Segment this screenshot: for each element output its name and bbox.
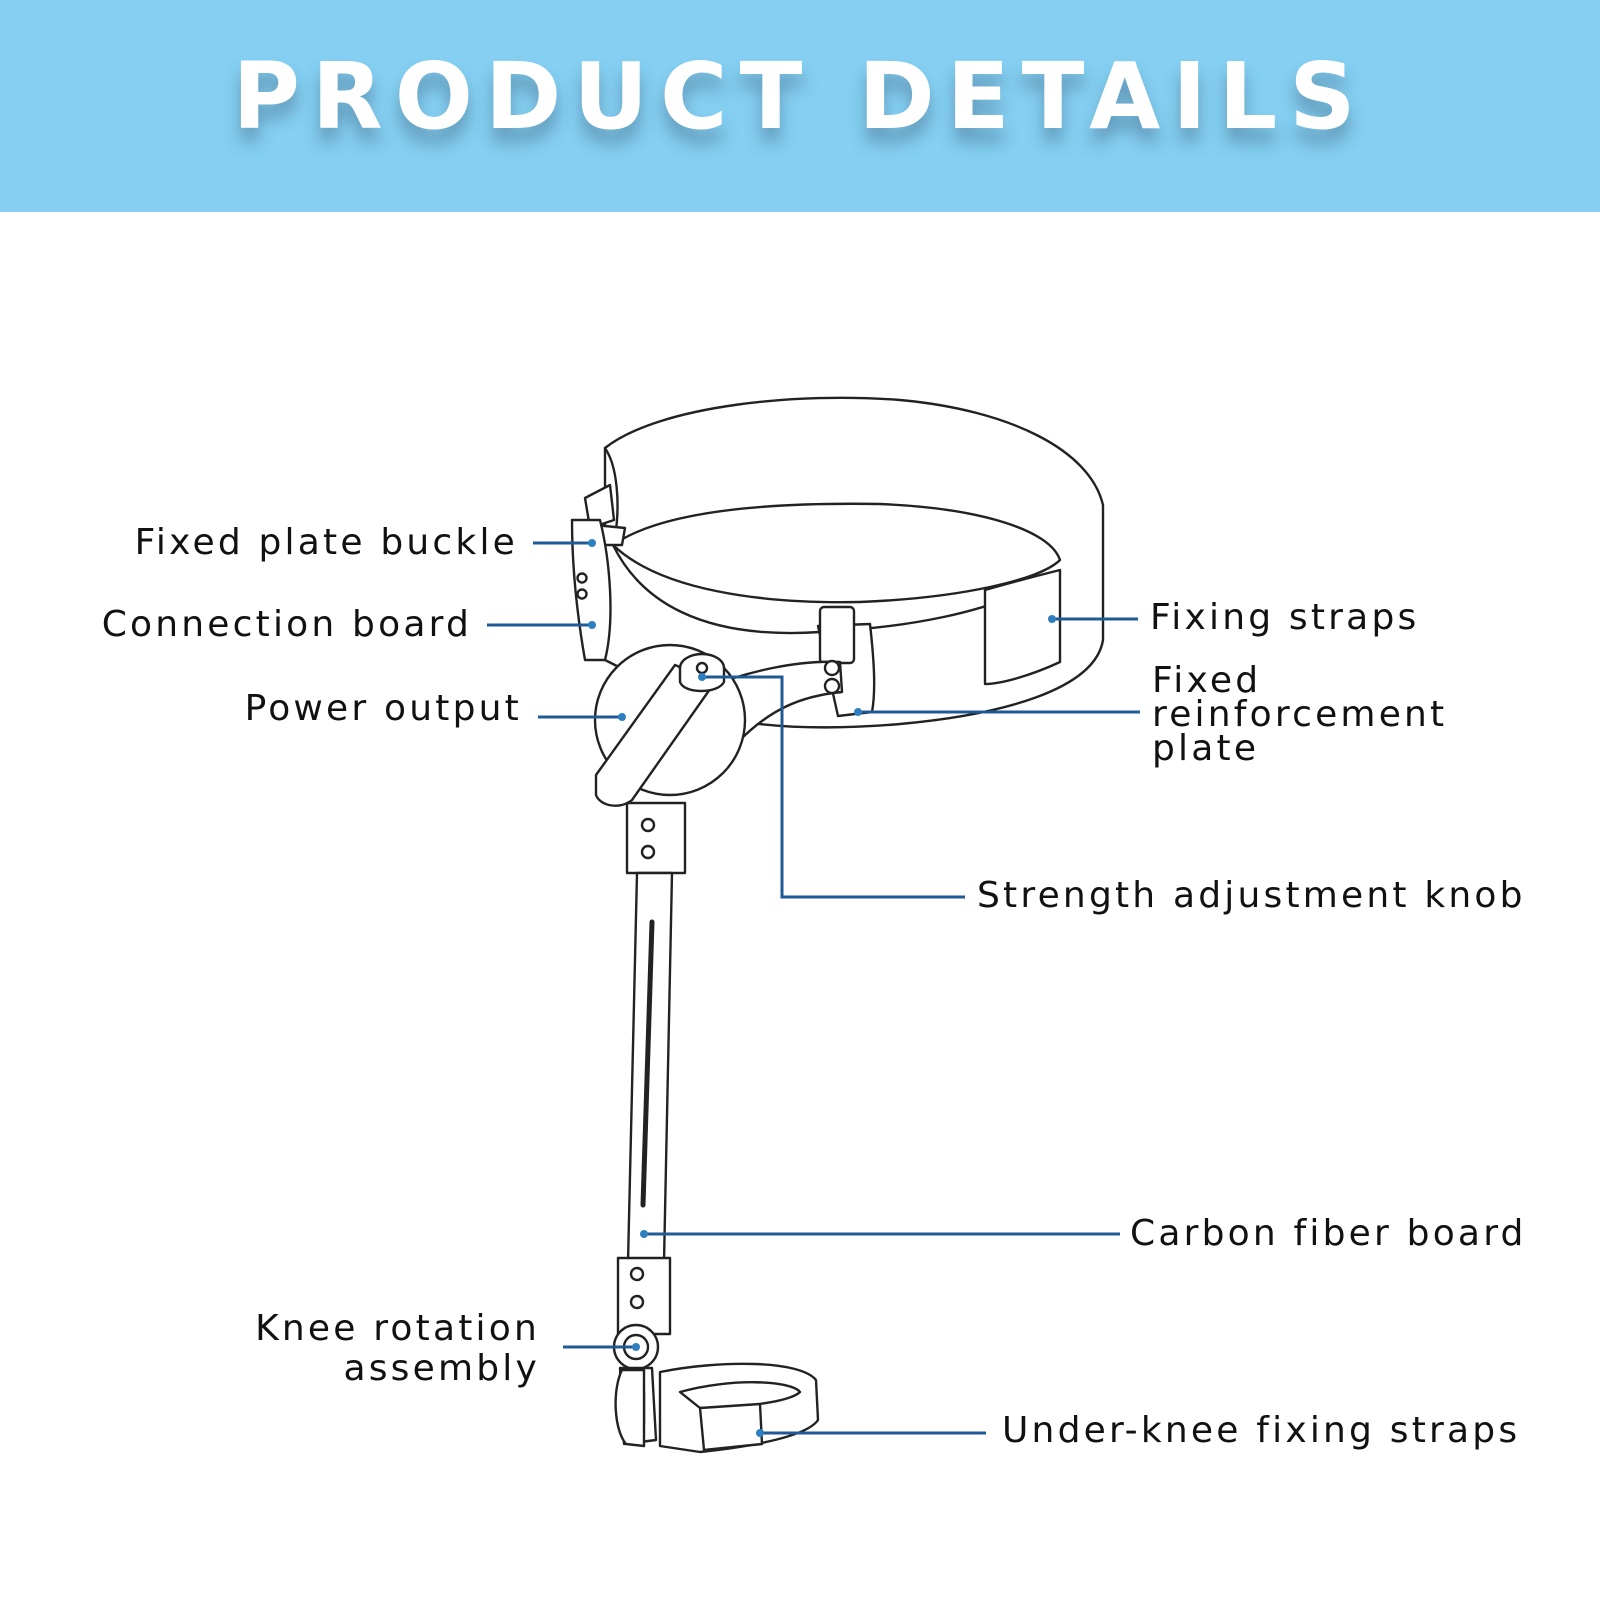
block-hole-2 [640, 844, 656, 860]
leader-lines [487, 541, 1140, 1435]
leader-dots [588, 539, 1056, 1437]
velcro-patch [983, 568, 1062, 686]
dot-fixed-plate-buckle [588, 539, 596, 547]
label-strength-adjustment-knob: Strength adjustment knob [977, 875, 1526, 916]
hip-brace-illustration [570, 396, 1105, 1454]
label-fixed-plate-buckle: Fixed plate buckle [134, 522, 518, 563]
belt-opening [611, 502, 1062, 604]
dot-knee-rotation-assembly [632, 1343, 640, 1351]
label-fixed-reinforcement-plate: Fixed reinforcement plate [1152, 660, 1448, 769]
label-under-knee-fixing-straps: Under-knee fixing straps [1002, 1410, 1521, 1451]
buckle-frame [583, 483, 616, 530]
dot-connection-board [588, 621, 596, 629]
dot-under-knee-fixing-straps [756, 1429, 764, 1437]
connection-hole-1 [576, 572, 588, 584]
knob-center [695, 661, 709, 675]
under-knee-velcro [698, 1402, 764, 1452]
label-fixing-straps: Fixing straps [1150, 597, 1420, 638]
dot-fixed-reinforcement-plate [854, 708, 862, 716]
connection-hole-2 [576, 588, 588, 600]
dot-power-output [618, 713, 626, 721]
dot-carbon-fiber-board [640, 1230, 648, 1238]
header-banner: PRODUCT DETAILS [0, 0, 1600, 212]
power-lever [594, 663, 717, 807]
label-knee-rotation-assembly: Knee rotation assembly [255, 1308, 540, 1389]
page-title: PRODUCT DETAILS [232, 43, 1368, 150]
arm-hole-1 [823, 659, 841, 677]
dot-strength-adjustment-knob [698, 673, 706, 681]
label-carbon-fiber-board: Carbon fiber board [1130, 1213, 1527, 1254]
lower-hole-1 [629, 1266, 645, 1282]
upper-bar-block [625, 801, 687, 875]
plate-tab [818, 605, 856, 665]
arm-hole-2 [823, 677, 841, 695]
knee-cuff-left [614, 1368, 646, 1448]
bar-slot [640, 919, 655, 1208]
dot-fixing-straps [1048, 615, 1056, 623]
label-connection-board: Connection board [101, 604, 472, 645]
label-power-output: Power output [244, 688, 522, 729]
lower-bar-block [616, 1256, 672, 1336]
leader-strength-adjustment-knob [702, 675, 965, 899]
lower-hole-2 [629, 1294, 645, 1310]
block-hole-1 [640, 817, 656, 833]
